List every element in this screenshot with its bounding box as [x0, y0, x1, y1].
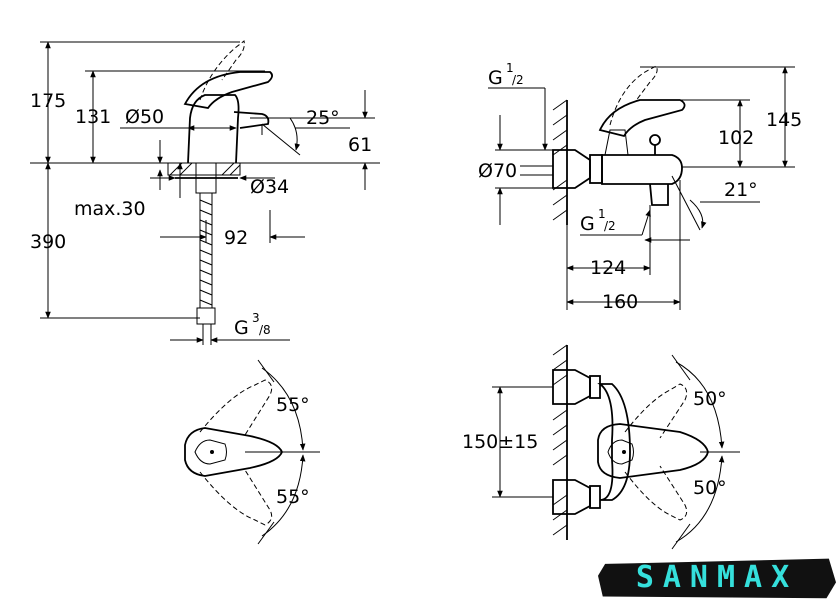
dim-145: 145	[766, 109, 802, 131]
dim-150-pm-15: 150±15	[462, 431, 538, 453]
dim-diameter-70: Ø70	[478, 160, 517, 182]
dim-131: 131	[75, 106, 111, 128]
angle-55-top: 55°	[276, 394, 310, 416]
angle-50-bottom: 50°	[693, 477, 727, 499]
basin-mixer-side-view: 175 131 Ø50 25° 61 Ø34 max.30 390 92 G 3…	[30, 40, 380, 345]
angle-55-bottom: 55°	[276, 486, 310, 508]
basin-mixer-top-view: 55° 55°	[184, 359, 320, 545]
dim-175: 175	[30, 90, 66, 112]
dim-92: 92	[224, 227, 248, 249]
thread-g-1-2-bottom-num: 1	[598, 207, 606, 221]
thread-g-1-2-top-main: G	[488, 67, 503, 89]
sanmax-logo: SANMAX	[598, 558, 836, 599]
dim-390: 390	[30, 231, 66, 253]
sanmax-logo-text: SANMAX	[635, 560, 799, 595]
angle-25: 25°	[306, 107, 340, 129]
dim-124: 124	[590, 257, 626, 279]
bath-mixer-side-view: G 1 /2 Ø70 102 145 21° G 1 /2 124 160	[478, 61, 802, 313]
angle-50-top: 50°	[693, 388, 727, 410]
dim-diameter-50: Ø50	[125, 106, 164, 128]
thread-g-1-2-bottom-den: /2	[604, 219, 616, 233]
bath-mixer-top-view: 150±15 50° 50°	[462, 344, 740, 550]
thread-g-3-8-den: /8	[259, 323, 271, 337]
dim-160: 160	[602, 291, 638, 313]
thread-g-3-8-main: G	[234, 317, 249, 339]
dim-61: 61	[348, 134, 372, 156]
dim-diameter-34: Ø34	[250, 176, 289, 198]
dim-max-30: max.30	[74, 198, 146, 220]
thread-g-1-2-bottom-main: G	[580, 213, 595, 235]
dim-102: 102	[718, 127, 754, 149]
angle-21: 21°	[724, 179, 758, 201]
thread-g-1-2-top-num: 1	[506, 61, 514, 75]
thread-g-1-2-top-den: /2	[512, 73, 524, 87]
thread-g-3-8-num: 3	[252, 311, 260, 325]
